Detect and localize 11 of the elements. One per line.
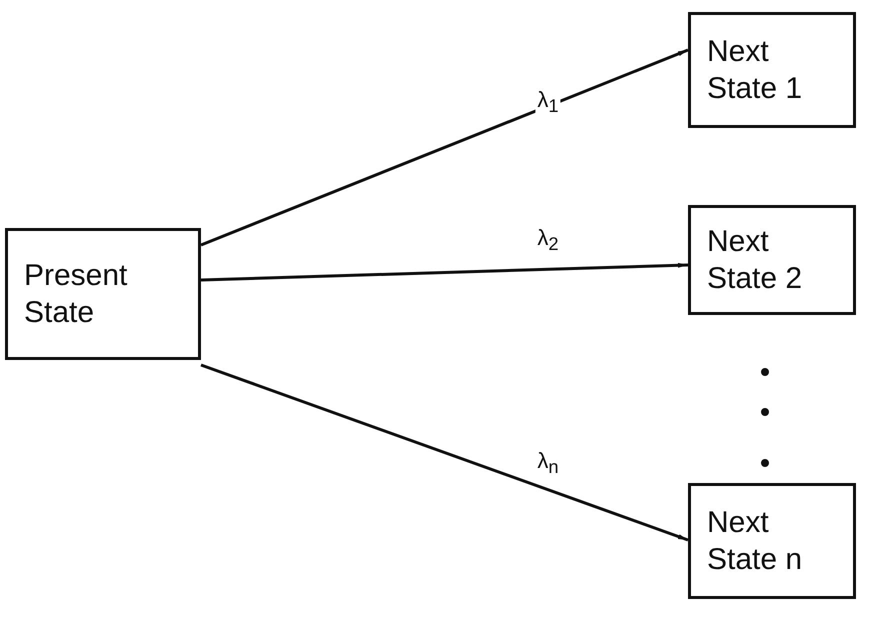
state-box bbox=[688, 205, 856, 315]
arrow bbox=[200, 262, 688, 282]
arrow bbox=[200, 364, 688, 542]
state-label: Next State n bbox=[707, 504, 804, 578]
state-box bbox=[688, 12, 856, 128]
state-label: Present State bbox=[24, 258, 128, 331]
state-label: Next State 2 bbox=[707, 224, 804, 297]
state-label: Next State 1 bbox=[707, 34, 804, 107]
state-box bbox=[688, 483, 856, 599]
state-box bbox=[5, 228, 201, 360]
arrow bbox=[200, 48, 689, 246]
